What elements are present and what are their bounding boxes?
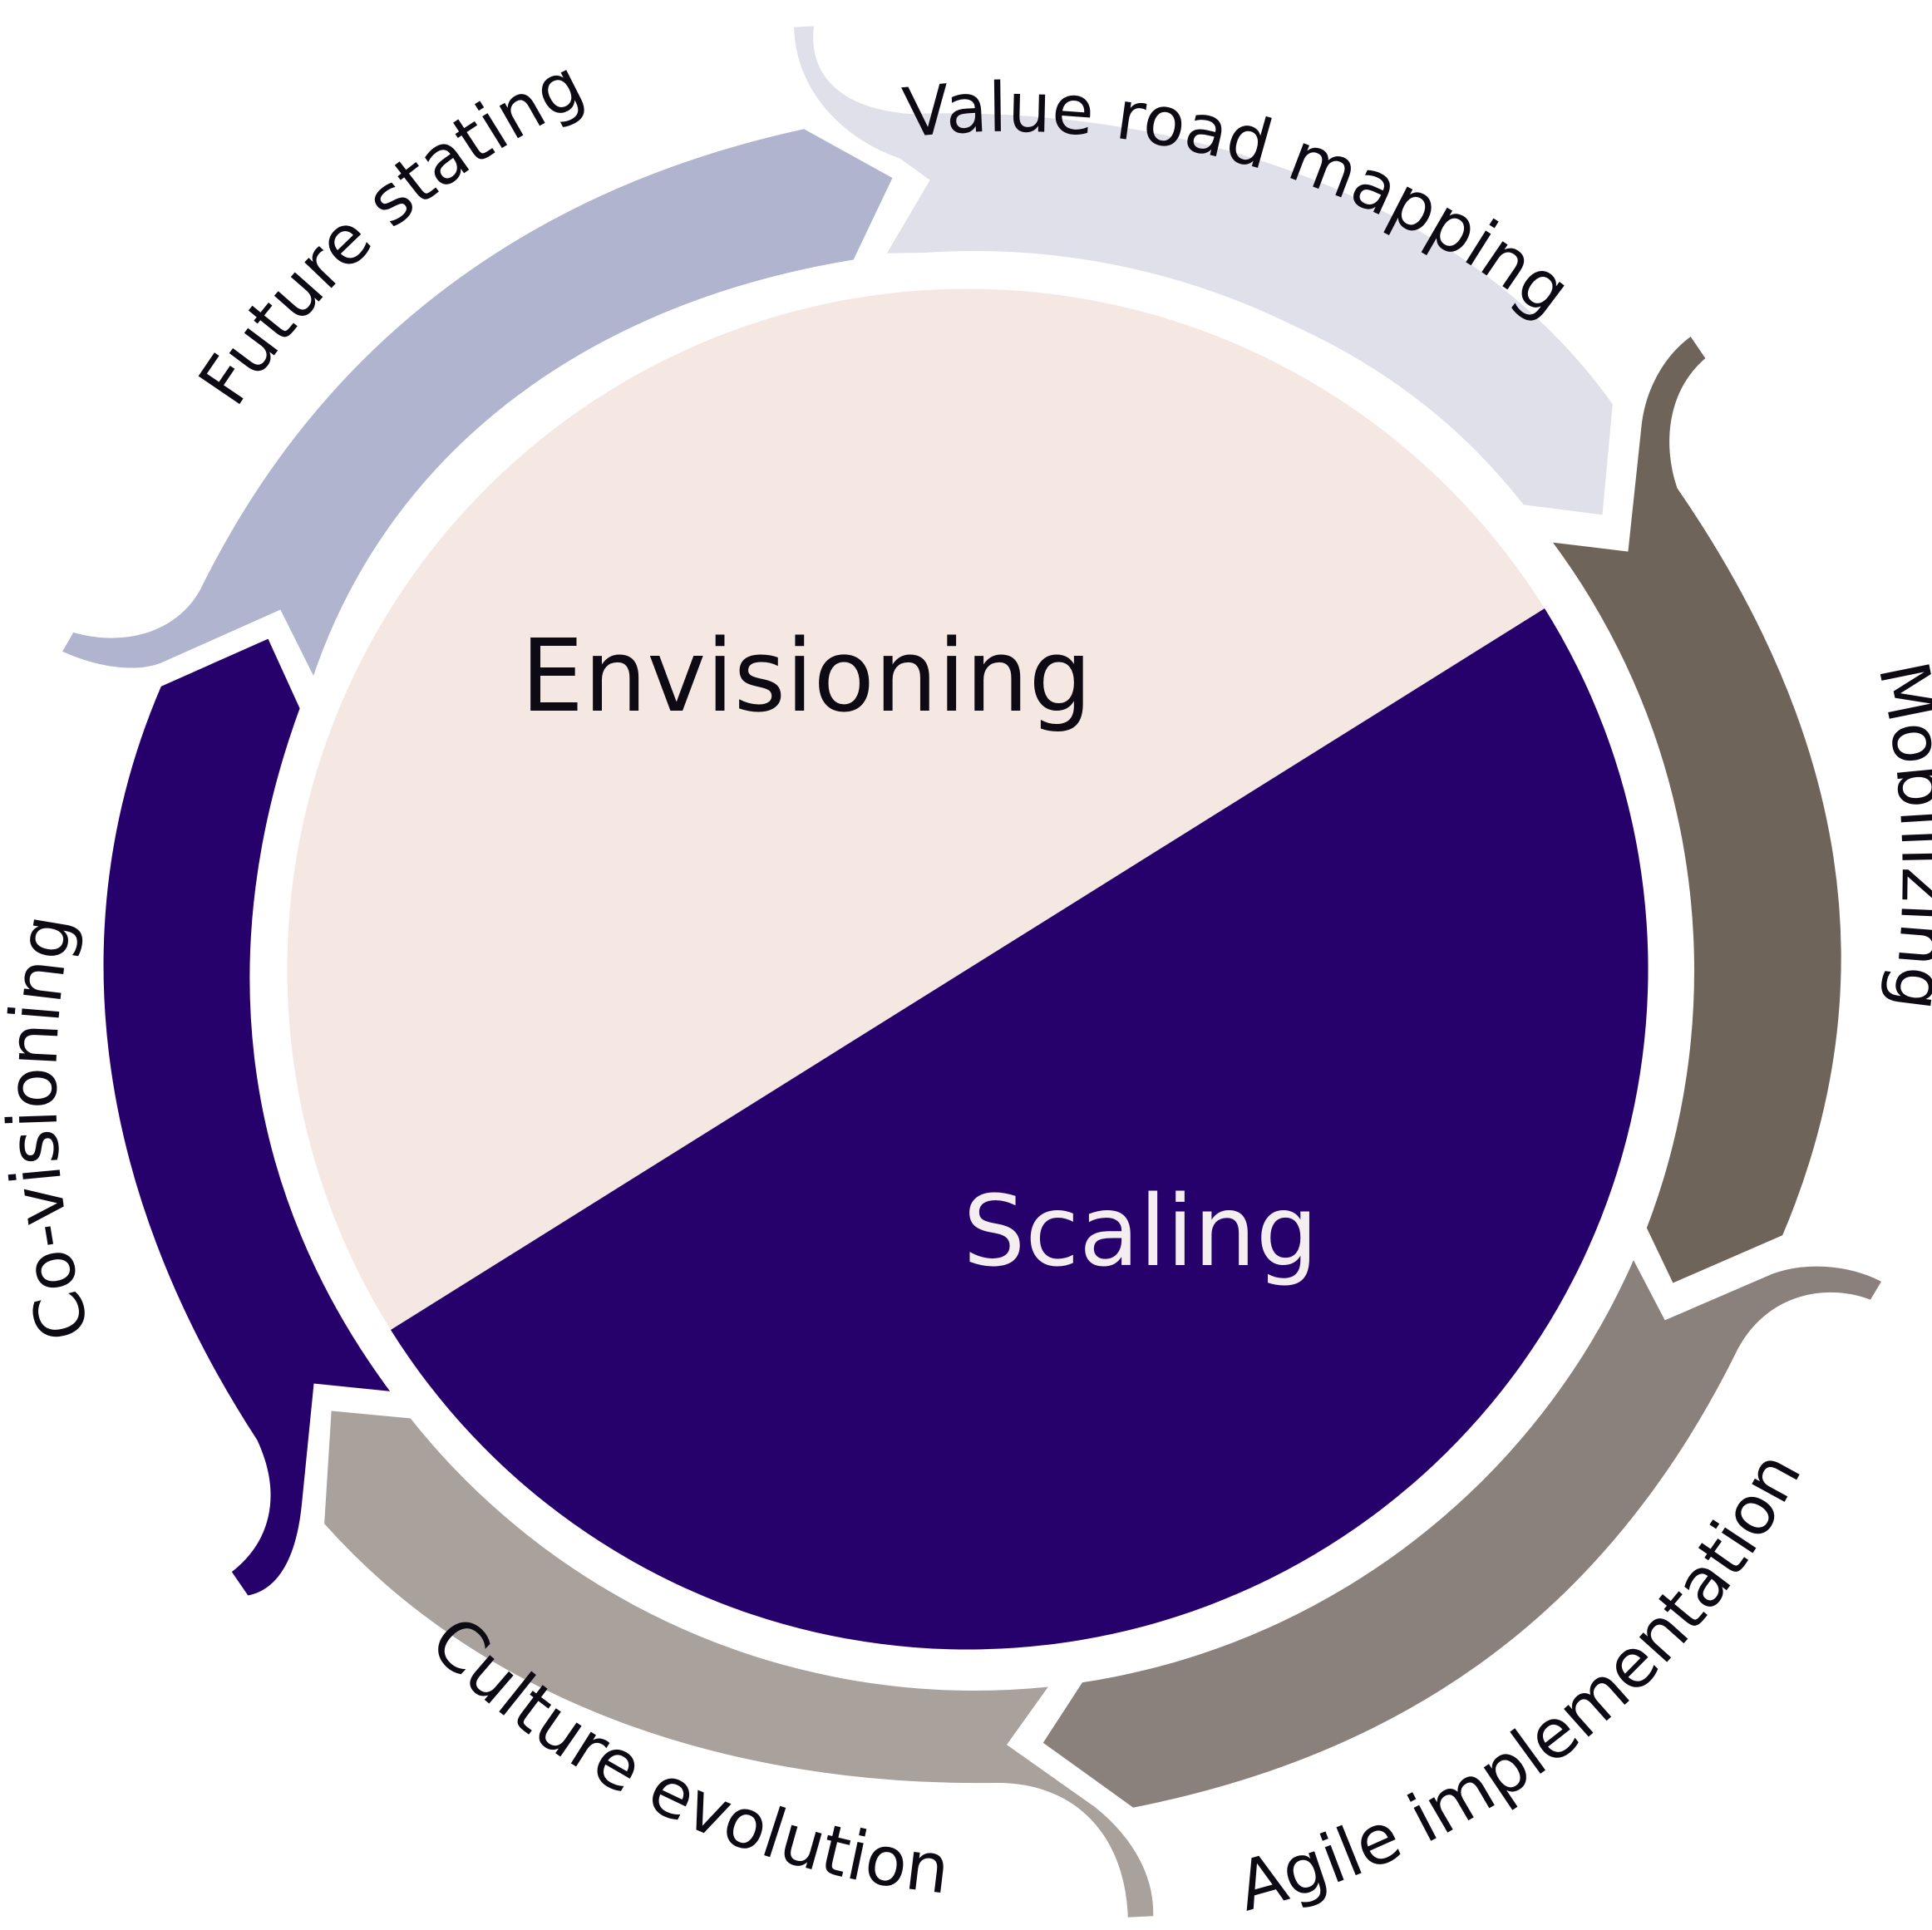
co-visioning-label: Co-visioning — [0, 909, 106, 1349]
scaling-label: Scaling — [963, 1174, 1318, 1288]
envisioning-label: Envisioning — [520, 619, 1092, 735]
segment-future-stating — [50, 120, 904, 698]
outer-ring — [50, 17, 1893, 1927]
segment-value-road-mapping — [785, 17, 1622, 524]
core-circle — [254, 251, 1694, 1691]
envisioning-half — [287, 288, 1545, 1330]
mobilizing-label: Mobilizing — [1863, 655, 1932, 1015]
segment-co-visioning — [95, 628, 408, 1605]
scaling-half — [391, 608, 1649, 1650]
